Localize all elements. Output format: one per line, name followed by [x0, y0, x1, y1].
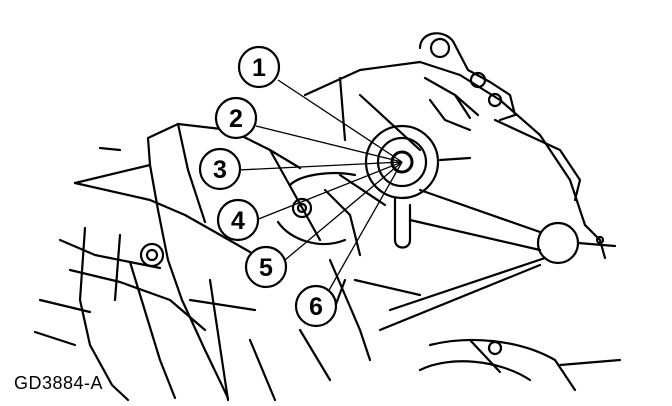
- leader-lines: [237, 79, 403, 293]
- callout-3-label: 3: [213, 156, 227, 184]
- callout-4-label: 4: [231, 207, 245, 235]
- callout-3: 3: [198, 147, 242, 191]
- callout-6-label: 6: [309, 293, 323, 321]
- callout-2-label: 2: [229, 105, 243, 133]
- callout-1-label: 1: [252, 54, 266, 82]
- callout-5: 5: [244, 245, 288, 289]
- callout-5-label: 5: [259, 254, 273, 282]
- figure-id-label: GD3884-A: [14, 373, 104, 393]
- callout-4: 4: [216, 198, 260, 242]
- housing-linework: [33, 32, 622, 402]
- callout-2: 2: [214, 96, 258, 140]
- callout-6: 6: [294, 284, 338, 328]
- callout-1: 1: [237, 45, 281, 89]
